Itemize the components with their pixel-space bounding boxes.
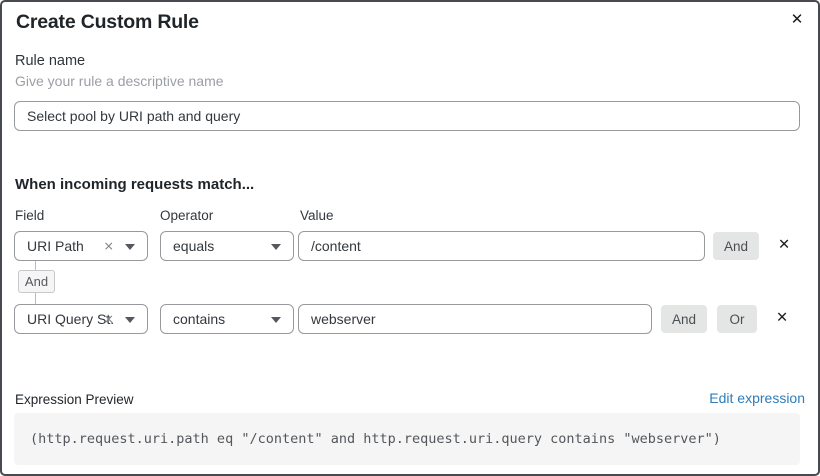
column-label-field: Field [15,208,45,223]
remove-row1-icon[interactable]: ✕ [778,237,791,253]
chevron-down-icon [125,317,135,323]
field-select-row2-value: URI Query St... [27,311,115,327]
expression-code-box: (http.request.uri.path eq "/content" and… [14,413,800,465]
field-select-row1-value: URI Path [27,238,84,254]
operator-select-row2-value: contains [173,311,226,327]
value-input-row1[interactable] [298,231,705,261]
rule-name-label: Rule name [15,53,86,69]
and-button-row1[interactable]: And [713,232,759,260]
field-select-row2[interactable]: URI Query St... × [14,304,148,334]
and-button-row2[interactable]: And [661,305,707,333]
chevron-down-icon [271,244,281,250]
value-input-row2[interactable] [298,304,652,334]
operator-select-row1[interactable]: equals [160,231,294,261]
connector-line [35,293,36,304]
clear-field-icon[interactable]: × [103,311,114,326]
clear-field-icon[interactable]: × [103,238,114,253]
expression-preview-label: Expression Preview [15,392,134,407]
edit-expression-link[interactable]: Edit expression [709,390,805,406]
matcher-heading: When incoming requests match... [15,176,255,193]
dialog-title: Create Custom Rule [16,11,199,33]
operator-select-row1-value: equals [173,238,215,254]
or-button-row2[interactable]: Or [717,305,757,333]
operator-select-row2[interactable]: contains [160,304,294,334]
field-select-row1[interactable]: URI Path × [14,231,148,261]
rule-name-helper: Give your rule a descriptive name [15,73,224,89]
and-connector-badge: And [18,270,55,293]
remove-row2-icon[interactable]: ✕ [776,310,789,326]
chevron-down-icon [125,244,135,250]
expression-code: (http.request.uri.path eq "/content" and… [30,431,721,447]
close-icon[interactable]: ✕ [784,6,810,32]
column-label-value: Value [300,208,334,223]
column-label-operator: Operator [160,208,214,223]
chevron-down-icon [271,317,281,323]
rule-name-input[interactable] [14,101,800,131]
connector-line [35,261,36,270]
